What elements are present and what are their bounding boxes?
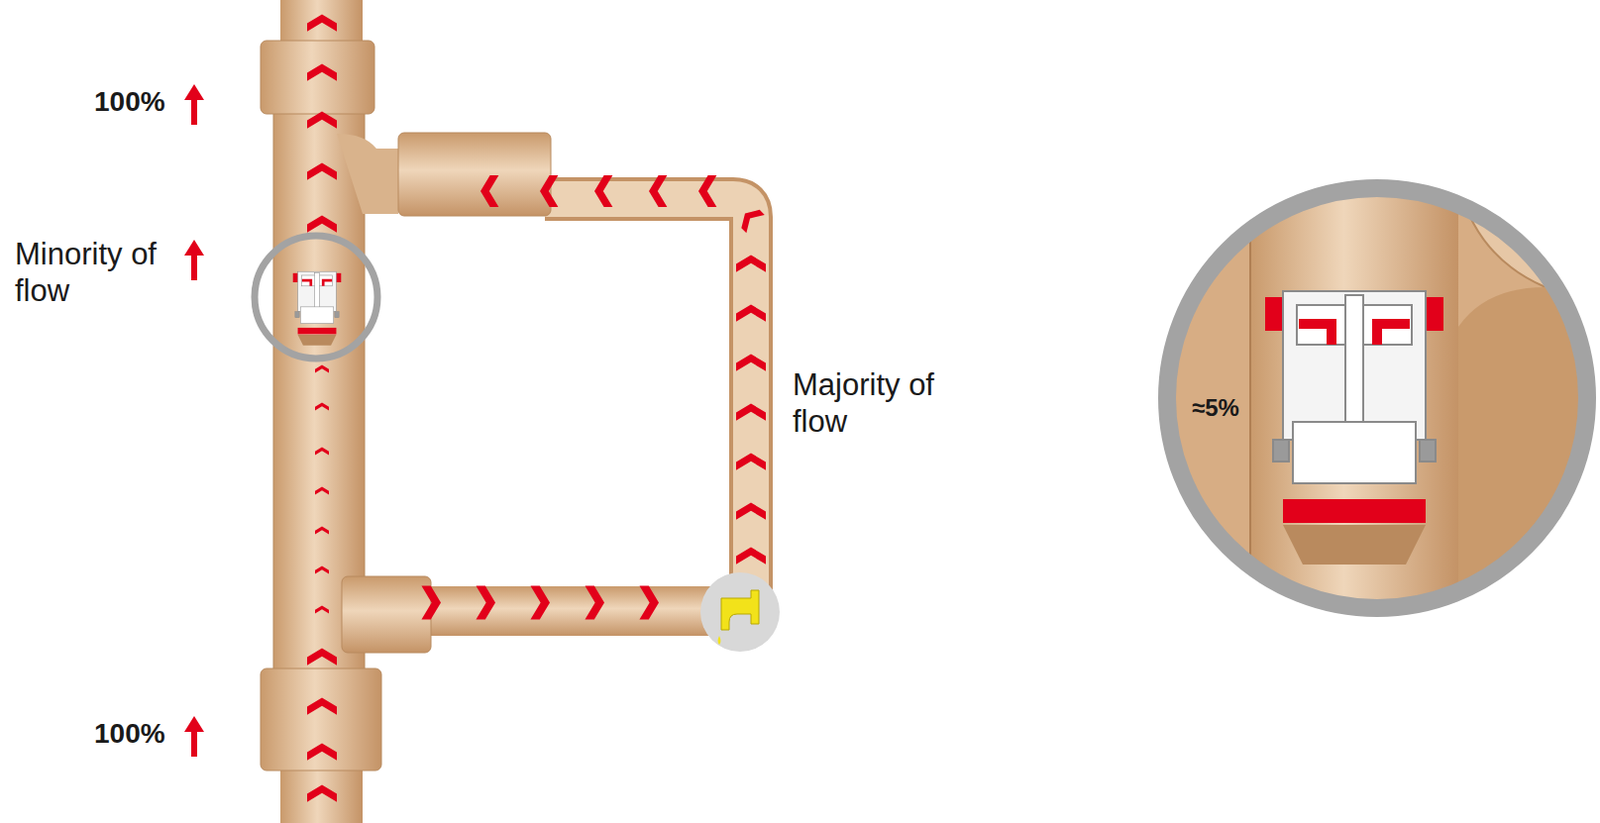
flow-chevron <box>639 586 659 621</box>
flow-chevron <box>307 698 337 716</box>
flow-chevron <box>315 566 329 575</box>
flow-chevron <box>307 648 337 666</box>
flow-chevron <box>315 487 329 496</box>
flow-chevron <box>307 14 337 32</box>
flow-chevron <box>475 586 496 621</box>
flow-chevron <box>539 175 558 208</box>
flow-chevron <box>315 403 329 412</box>
flow-chevron <box>307 744 337 761</box>
flow-chevron <box>594 175 613 208</box>
flow-chevron <box>421 586 441 621</box>
valve-tab <box>1419 439 1436 462</box>
flow-chevron <box>315 365 329 374</box>
valve-tab <box>334 312 339 319</box>
flow-chevron <box>736 453 766 471</box>
flow-chevron <box>307 163 337 181</box>
flow-chevron <box>315 447 329 456</box>
valve-seat <box>298 334 337 346</box>
zoom-ring <box>1167 188 1588 609</box>
flow-note: Majority of flow <box>792 366 942 440</box>
flow-chevron <box>530 586 550 621</box>
flow-chevron <box>648 175 667 208</box>
flow-chevron <box>736 354 766 372</box>
zoom-ground <box>1159 183 1596 620</box>
flow-chevrons <box>307 14 766 803</box>
valve-cup <box>300 307 333 324</box>
bypass-percentage: ≈5% <box>1191 394 1240 424</box>
up-arrow <box>184 239 205 281</box>
zoom-branch-wall <box>1458 183 1596 288</box>
loop-pipe <box>544 199 751 613</box>
valve-seal-bottom <box>298 327 337 334</box>
flow-chevron <box>736 404 766 422</box>
flow-chevron <box>307 215 337 233</box>
tap-icon <box>721 590 759 631</box>
upper-branch-body <box>336 133 399 214</box>
valve-tab <box>295 312 300 319</box>
flow-chevron <box>315 606 329 615</box>
flow-chevron <box>736 547 766 565</box>
flow-percentage: 100% <box>94 717 166 751</box>
percent-arrows <box>184 84 205 757</box>
flow-chevron <box>307 785 337 803</box>
flow-chevron <box>736 305 766 322</box>
flow-chevron <box>736 255 766 273</box>
tap-circle <box>700 572 780 652</box>
zoom-pipe-bore <box>1250 183 1459 620</box>
pipe-outline <box>544 199 751 613</box>
valve-large <box>1265 291 1444 565</box>
flow-note: Minority of flow <box>14 235 164 310</box>
upper-nut <box>260 40 375 114</box>
lower-branch-nut <box>341 576 431 653</box>
flow-chevron <box>315 527 329 535</box>
water-drop <box>718 636 722 645</box>
valve-cup <box>1292 422 1416 484</box>
flow-percentage: 100% <box>94 85 166 119</box>
valve-tab <box>1273 439 1289 462</box>
upper-branch-nut <box>398 132 551 216</box>
flow-chevron <box>736 204 765 233</box>
flow-chevron <box>584 586 605 621</box>
valve-small <box>293 271 342 346</box>
flow-chevron <box>698 175 717 208</box>
valve-seal-bottom <box>1282 499 1426 524</box>
valve-seat <box>1282 525 1426 565</box>
flow-chevron <box>736 503 766 521</box>
lower-nut <box>260 668 382 771</box>
up-arrow <box>184 84 205 125</box>
magnifier-ring <box>254 235 378 359</box>
flow-chevron <box>307 111 337 129</box>
flow-chevron <box>307 64 337 82</box>
zoom-detail <box>1159 183 1596 620</box>
up-arrow <box>184 716 205 757</box>
flow-chevron <box>480 175 499 208</box>
